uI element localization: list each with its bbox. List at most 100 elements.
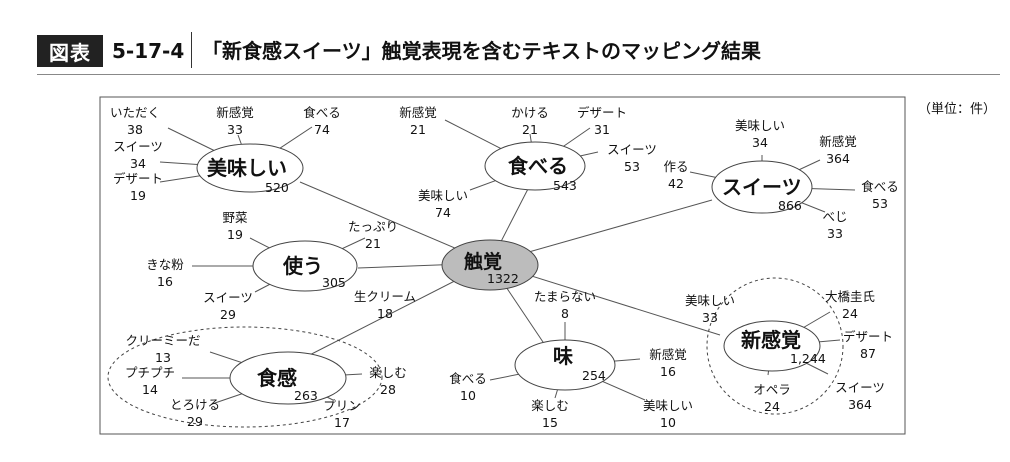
child-6-4-label: スイーツ [835,380,885,395]
child-1-3-label: スイーツ [607,142,657,157]
topic-1-bubble [484,141,586,191]
topic-2-count: 866 [778,198,802,213]
child-4-1-label: プチプチ [125,365,175,380]
child-0-4-label: デザート [113,171,163,186]
child-1-3-count: 53 [624,159,640,174]
child-4-1-count: 14 [142,382,158,397]
child-1-2-count: 31 [594,122,610,137]
child-5-4-count: 10 [660,415,676,430]
child-3-4-label: 生クリーム [354,289,416,304]
child-4-4-count: 17 [334,415,350,430]
child-6-0-count: 33 [702,310,718,325]
figure-number: 5-17-4 [112,39,185,63]
child-1-0-count: 21 [410,122,426,137]
topic-0-count: 520 [265,180,289,195]
child-5-4-label: 美味しい [643,398,693,413]
child-0-4-count: 19 [130,188,146,203]
child-2-0-count: 34 [752,135,768,150]
child-2-0-label: 美味しい [735,118,785,133]
child-2-4-count: 33 [827,226,843,241]
child-3-3-label: スイーツ [203,290,253,305]
child-6-2-count: 87 [860,346,876,361]
center-label: 触覚 [464,250,502,273]
child-6-4-count: 364 [848,397,872,412]
child-3-2-label: きな粉 [146,257,184,272]
child-0-0-label: いただく [110,105,160,120]
child-0-3-count: 34 [130,156,146,171]
cluster-topic-0: 美味しい 520 いただく 38 新感覚 33 食べる 74 スイーツ 34 デ… [110,105,341,203]
child-5-3-label: 楽しむ [531,398,569,413]
unit-label: （単位：件） [918,102,997,117]
child-6-0-label: 美味しい [685,293,735,308]
child-6-1-count: 24 [842,306,858,321]
child-6-3-count: 24 [764,399,780,414]
child-1-4-label: 美味しい [418,188,468,203]
child-3-0-label: 野菜 [222,210,248,225]
child-0-0-count: 38 [127,122,143,137]
child-3-1-count: 21 [365,236,381,251]
child-4-2-label: とろける [170,397,220,412]
center-bubble [441,239,539,291]
child-1-2-label: デザート [577,105,627,120]
topic-5-bubble [514,339,616,391]
figure-badge: 図表 [37,35,103,67]
child-3-4-count: 18 [377,306,393,321]
child-2-3-label: 食べる [861,179,899,194]
child-0-2-count: 74 [314,122,330,137]
center-count: 1322 [487,271,519,286]
child-1-1-count: 21 [522,122,538,137]
child-5-2-label: 食べる [449,371,487,386]
child-4-4-label: プリン [323,398,361,413]
cluster-topic-4: 食感 263 クリーミーだ 13 プチプチ 14 とろける 29 楽しむ 28 … [107,326,407,430]
child-3-0-count: 19 [227,227,243,242]
child-6-2-label: デザート [843,329,893,344]
child-6-1-label: 大橋圭氏 [825,289,875,304]
topic-3-count: 305 [322,275,346,290]
child-5-1-label: 新感覚 [649,347,687,362]
topic-1-label: 食べる [508,154,568,178]
topic-1-count: 543 [553,178,577,193]
child-1-1-label: かける [511,105,549,120]
topic-4-bubble [229,351,347,405]
child-0-1-count: 33 [227,122,243,137]
topic-5-label: 味 [553,344,573,368]
figure-title: 「新食感スイーツ」触覚表現を含むテキストのマッピング結果 [202,39,761,63]
topic-6-count: 1,244 [790,351,826,366]
topic-5-count: 254 [582,368,606,383]
child-4-3-count: 28 [380,382,396,397]
child-3-2-count: 16 [157,274,173,289]
child-2-1-count: 364 [826,151,850,166]
child-2-1-label: 新感覚 [819,134,857,149]
child-4-0-count: 13 [155,350,171,365]
topic-0-bubble [196,143,304,193]
topic-2-label: スイーツ [722,175,802,199]
cluster-topic-1: 食べる 543 新感覚 21 かける 21 デザート 31 スイーツ 53 美味… [399,105,657,220]
topic-4-label: 食感 [257,366,297,390]
child-4-2-count: 29 [187,414,203,429]
child-3-1-label: たっぷり [348,219,398,234]
child-3-3-count: 29 [220,307,236,322]
child-4-0-label: クリーミーだ [125,333,200,348]
cluster-topic-5: 味 254 たまらない 8 新感覚 16 食べる 10 楽しむ 15 美味しい … [449,289,693,430]
topic-6-bubble [723,320,821,372]
cluster-topic-2: スイーツ 866 美味しい 34 新感覚 364 作る 42 食べる 53 べじ… [663,118,898,241]
child-2-3-count: 53 [872,196,888,211]
child-2-2-label: 作る [663,159,688,174]
child-2-4-label: べじ [822,209,847,224]
topic-4-dashed-ring [107,326,383,428]
center-node: 触覚 1322 [441,239,539,291]
figure-header: 図表 5-17-4 「新食感スイーツ」触覚表現を含むテキストのマッピング結果 [20,30,1000,75]
cluster-topic-6: 新感覚 1,244 美味しい 33 大橋圭氏 24 デザート 87 オペラ 24… [685,277,893,415]
child-2-2-count: 42 [668,176,684,191]
diagram-frame [99,96,906,435]
cluster-topic-3: 使う 305 野菜 19 たっぷり 21 きな粉 16 スイーツ 29 生クリー… [146,210,416,322]
child-6-3-label: オペラ [753,382,791,397]
topic-3-label: 使う [282,254,323,278]
topic-6-dashed-ring [706,277,844,415]
child-0-2-label: 食べる [303,105,341,120]
child-4-3-label: 楽しむ [369,365,407,380]
child-0-1-label: 新感覚 [216,105,254,120]
child-5-3-count: 15 [542,415,558,430]
topic-2-bubble [711,160,813,214]
